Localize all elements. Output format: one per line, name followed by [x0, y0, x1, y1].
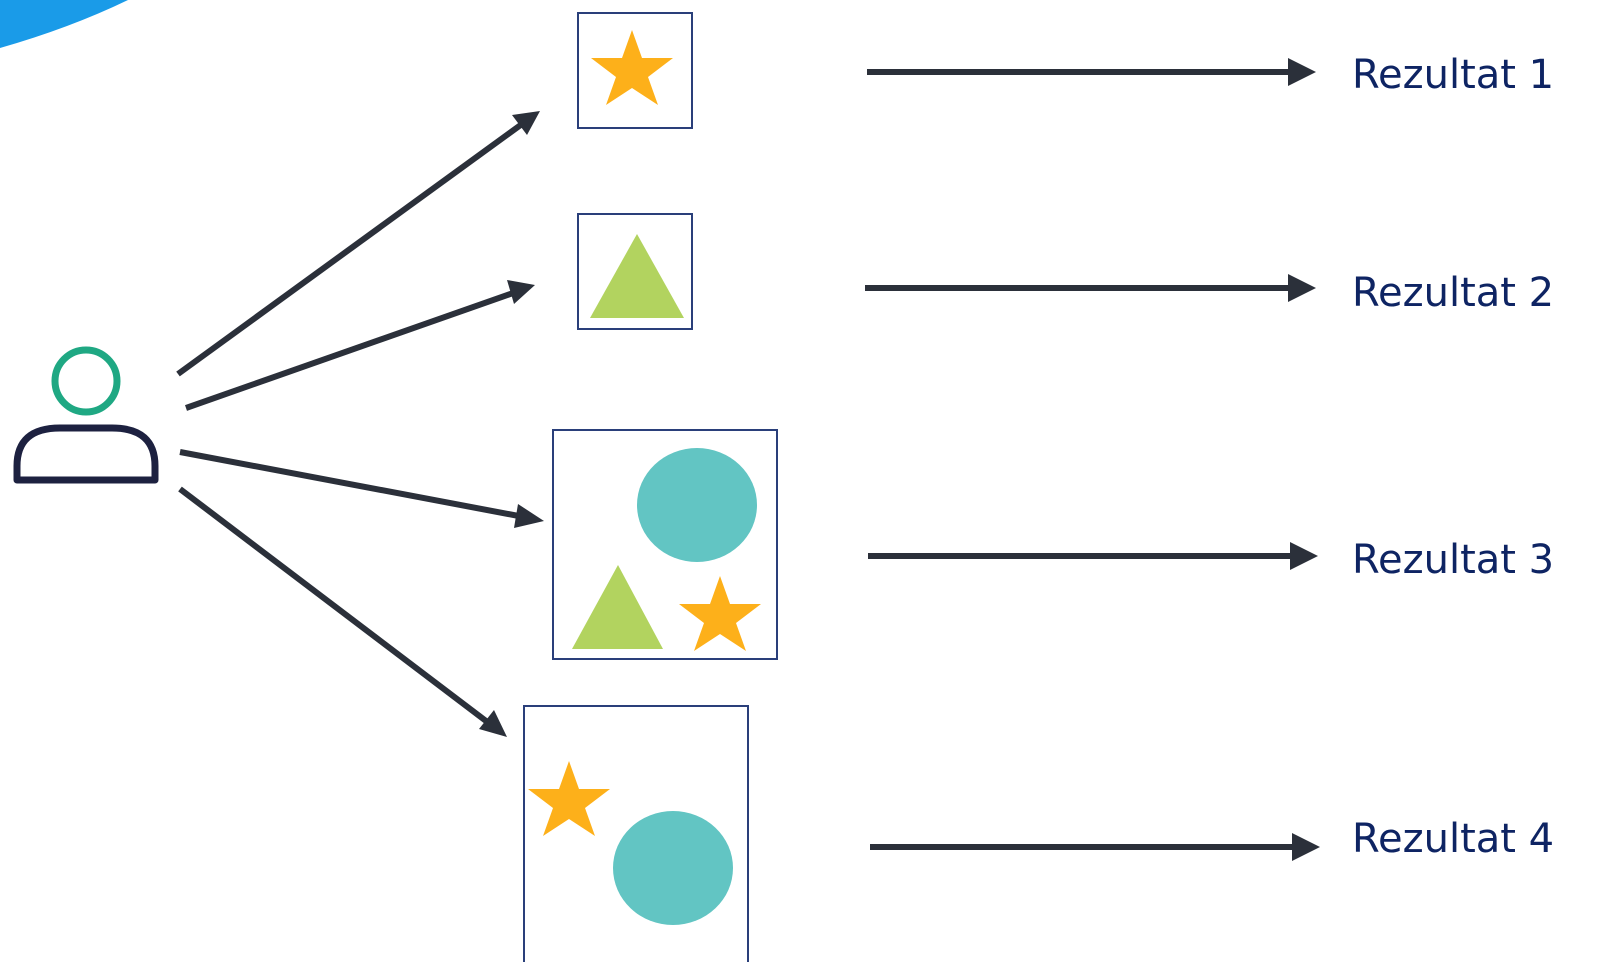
- box-3: [552, 429, 778, 660]
- star-icon: [679, 576, 761, 651]
- star-icon: [528, 761, 610, 836]
- arrowhead-to-result-3: [1290, 542, 1318, 570]
- arrowhead-user-to-box-1: [512, 111, 540, 135]
- arrowhead-to-result-1: [1288, 58, 1316, 86]
- arrow-user-to-box-4: [178, 486, 492, 727]
- arrow-user-to-box-3: [179, 449, 525, 520]
- result-label-4: Rezultat 4: [1352, 816, 1554, 862]
- user-head-icon: [51, 346, 121, 416]
- box-to-result-arrows: [865, 58, 1320, 861]
- user-icon: [13, 346, 159, 484]
- box-2: [577, 213, 693, 330]
- box-4: [523, 705, 749, 962]
- circle-icon: [613, 811, 733, 925]
- result-label-3: Rezultat 3: [1352, 537, 1554, 583]
- box-1: [577, 12, 693, 129]
- user-to-box-arrows: [176, 111, 544, 737]
- result-label-2: Rezultat 2: [1352, 270, 1554, 316]
- user-body-icon: [13, 424, 159, 484]
- circle-icon: [637, 448, 757, 562]
- arrowhead-user-to-box-2: [507, 280, 535, 304]
- arrowhead-user-to-box-4: [479, 710, 507, 737]
- triangle-icon: [590, 234, 684, 318]
- arrow-user-to-box-2: [185, 289, 517, 411]
- arrowhead-to-result-4: [1292, 833, 1320, 861]
- arrow-user-to-box-1: [176, 121, 524, 377]
- star-icon: [591, 30, 673, 105]
- result-label-1: Rezultat 1: [1352, 52, 1554, 98]
- triangle-icon: [572, 565, 663, 649]
- arrowhead-to-result-2: [1288, 274, 1316, 302]
- arrowhead-user-to-box-3: [514, 504, 544, 528]
- result-labels: Rezultat 1 Rezultat 2 Rezultat 3 Rezulta…: [1352, 52, 1554, 862]
- corner-accent: [0, 0, 128, 48]
